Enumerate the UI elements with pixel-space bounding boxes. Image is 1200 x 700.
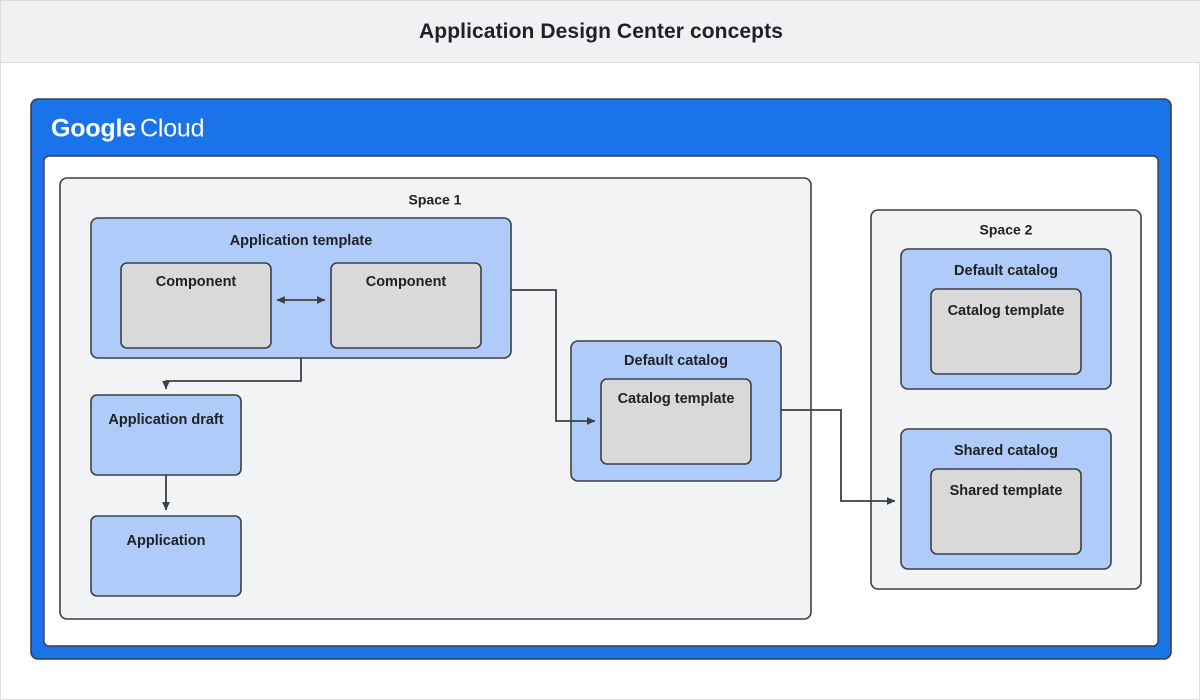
component-left-label: Component <box>156 274 237 290</box>
application-box <box>90 515 242 597</box>
space-1-label: Space 1 <box>409 192 462 208</box>
application-draft-label: Application draft <box>108 412 223 428</box>
application-label: Application <box>127 533 206 549</box>
application-template-label: Application template <box>230 233 373 249</box>
component-right-box <box>330 262 482 349</box>
title-bar: Application Design Center concepts <box>1 1 1200 63</box>
space-2-label: Space 2 <box>980 222 1033 238</box>
application-draft-box <box>90 394 242 476</box>
default-catalog-space1-group: Default catalog Catalog template <box>570 340 782 482</box>
shared-catalog-space2-group: Shared catalog Shared template <box>900 428 1112 570</box>
architecture-diagram: Google Cloud Space 1 Application templat… <box>30 98 1172 660</box>
application-draft-group: Application draft <box>90 394 242 476</box>
application-template-group: Application template Component Component <box>90 217 512 359</box>
catalog-template-space1-box <box>600 378 752 465</box>
default-catalog-space2-group: Default catalog Catalog template <box>900 248 1112 390</box>
page-title: Application Design Center concepts <box>419 19 783 43</box>
diagram-canvas: Google Cloud Space 1 Application templat… <box>1 63 1200 700</box>
default-catalog-to-shared-catalog-connector <box>781 409 896 505</box>
shared-catalog-space2-label: Shared catalog <box>954 443 1058 459</box>
shared-template-space2-box <box>930 468 1082 555</box>
application-group: Application <box>90 515 242 597</box>
component-right-label: Component <box>366 274 447 290</box>
default-catalog-space2-label: Default catalog <box>954 263 1058 279</box>
google-cloud-logo-cloud: Cloud <box>140 115 204 143</box>
component-left-box <box>120 262 272 349</box>
default-catalog-space1-label: Default catalog <box>624 353 728 369</box>
shared-template-space2-label: Shared template <box>950 483 1063 499</box>
application-template-to-default-catalog-connector <box>511 289 596 425</box>
catalog-template-space2-box <box>930 288 1082 375</box>
catalog-template-space1-label: Catalog template <box>618 391 735 407</box>
application-template-to-application-draft-connector <box>162 358 302 390</box>
catalog-template-space2-label: Catalog template <box>948 303 1065 319</box>
google-cloud-logo-google: Google <box>51 115 136 143</box>
